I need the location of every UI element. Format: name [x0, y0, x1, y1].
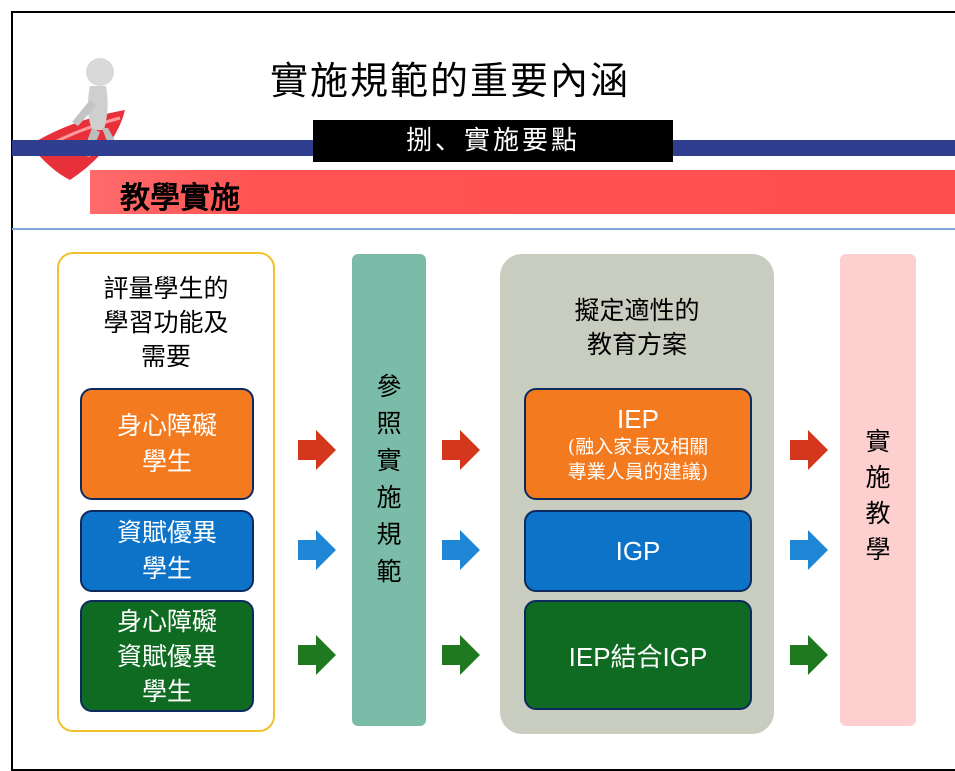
plan-note: (融入家長及相關 專業人員的建議) — [567, 436, 709, 483]
plan-label: IEP結合IGP — [568, 641, 708, 672]
arrow-right-icon — [442, 430, 480, 470]
section-banner-label: 教學實施 — [120, 181, 240, 216]
plan-iep: IEP (融入家長及相關 專業人員的建議) — [524, 388, 752, 500]
arrow-right-icon — [790, 530, 828, 570]
arrow-right-icon — [298, 530, 336, 570]
plan-igp: IGP — [524, 510, 752, 592]
student-type-label: 資賦優異 學生 — [116, 518, 217, 583]
assess-column-title: 評量學生的 學習功能及 需要 — [103, 274, 229, 371]
student-type-label: 身心障礙 學生 — [116, 411, 217, 476]
arrow-right-icon — [442, 530, 480, 570]
plan-label: IEP — [617, 404, 659, 434]
arrow-right-icon — [790, 635, 828, 675]
student-type-disabled: 身心障礙 學生 — [80, 388, 254, 500]
implement-column-label: 實 施 教 學 — [865, 427, 891, 564]
arrow-right-icon — [442, 635, 480, 675]
implement-column — [840, 254, 916, 726]
slide-title: 實施規範的重要內涵 — [270, 59, 631, 103]
student-type-twice-exceptional: 身心障礙 資賦優異 學生 — [80, 600, 254, 712]
plan-iep-igp: IEP結合IGP — [524, 600, 752, 710]
divider-line — [12, 228, 955, 230]
slide-subtitle: 捌、實施要點 — [313, 120, 673, 162]
arrow-right-icon — [298, 430, 336, 470]
plan-column-title: 擬定適性的 教育方案 — [574, 296, 700, 359]
arrow-right-icon — [298, 635, 336, 675]
arrow-right-icon — [790, 430, 828, 470]
section-banner — [90, 170, 955, 214]
figure-pulling-page-icon — [30, 58, 125, 180]
plan-label: IGP — [615, 535, 661, 566]
student-type-label: 身心障礙 資賦優異 學生 — [116, 606, 217, 706]
reference-column-label: 參 照 實 施 規 範 — [376, 372, 402, 586]
reference-column — [352, 254, 426, 726]
student-type-gifted: 資賦優異 學生 — [80, 510, 254, 592]
